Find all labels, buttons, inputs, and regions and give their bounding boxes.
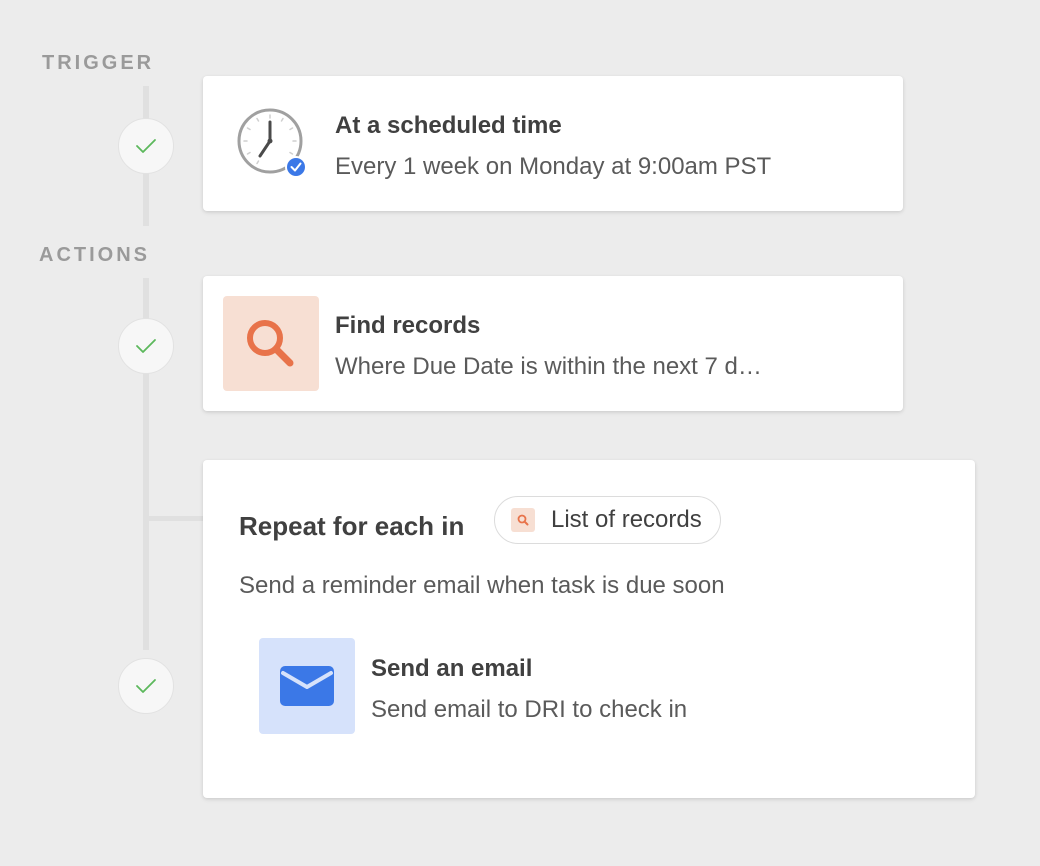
- find-records-icon-tile: [223, 296, 319, 391]
- timeline-rail-actions: [143, 278, 149, 650]
- send-email-step[interactable]: Send an email Send email to DRI to check…: [259, 638, 859, 734]
- trigger-card[interactable]: At a scheduled time Every 1 week on Mond…: [203, 76, 903, 211]
- search-icon: [247, 319, 294, 366]
- check-icon: [136, 139, 156, 153]
- pill-search-icon-tile: [511, 508, 535, 532]
- find-records-subtitle: Where Due Date is within the next 7 d…: [335, 353, 762, 380]
- find-records-title: Find records: [335, 312, 481, 339]
- find-records-status-check[interactable]: [118, 318, 174, 374]
- repeat-source-label: List of records: [551, 506, 702, 533]
- send-email-status-check[interactable]: [118, 658, 174, 714]
- send-email-icon-tile: [259, 638, 355, 734]
- clock-icon: [237, 108, 309, 180]
- trigger-subtitle: Every 1 week on Monday at 9:00am PST: [335, 153, 772, 180]
- envelope-icon: [280, 666, 334, 706]
- send-email-subtitle: Send email to DRI to check in: [371, 696, 688, 723]
- trigger-status-check[interactable]: [118, 118, 174, 174]
- repeat-title: Repeat for each in: [239, 511, 465, 541]
- find-records-card[interactable]: Find records Where Due Date is within th…: [203, 276, 903, 411]
- check-icon: [136, 339, 156, 353]
- repeat-source-pill[interactable]: List of records: [494, 496, 721, 544]
- timeline-branch-connector: [146, 516, 204, 521]
- search-icon: [517, 514, 529, 526]
- send-email-title: Send an email: [371, 655, 533, 682]
- trigger-title: At a scheduled time: [335, 112, 562, 139]
- section-label-trigger: TRIGGER: [42, 52, 155, 74]
- section-label-actions: ACTIONS: [39, 244, 150, 266]
- repeat-description: Send a reminder email when task is due s…: [239, 572, 725, 599]
- repeat-group-card: Repeat for each in List of records Send …: [203, 460, 975, 798]
- check-icon: [136, 679, 156, 693]
